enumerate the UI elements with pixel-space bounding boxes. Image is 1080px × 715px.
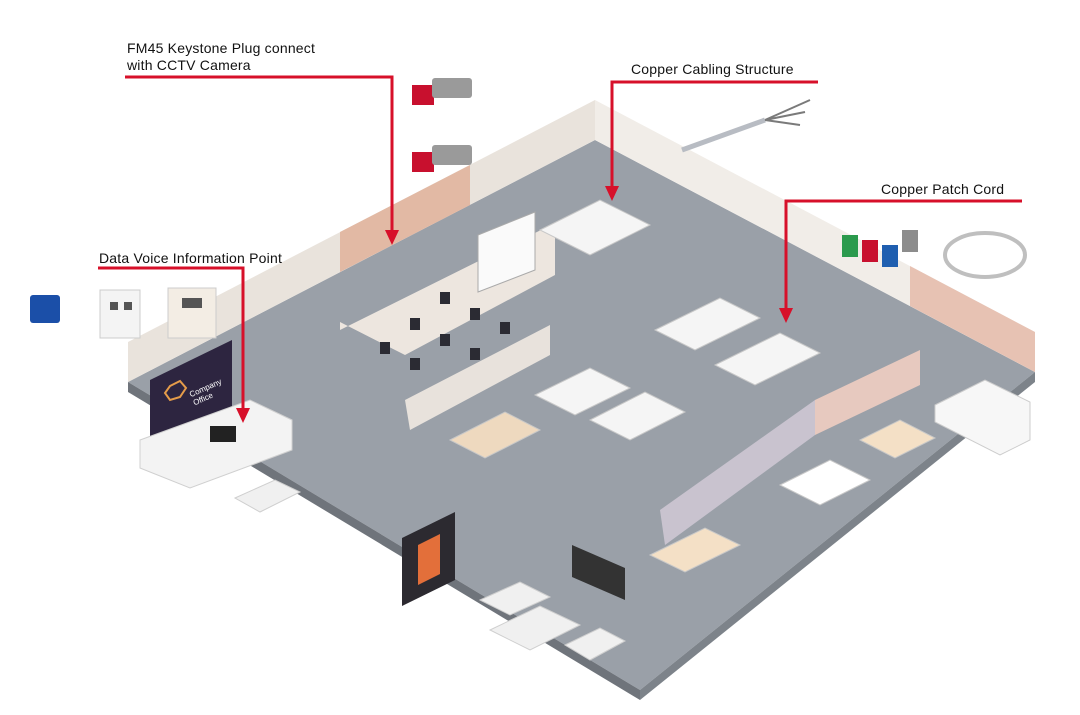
fm45-plug-illustrations: [412, 78, 472, 172]
fm45-callout-label: FM45 Keystone Plug connect with CCTV Cam…: [127, 40, 315, 74]
patch-cord-label: Copper Patch Cord: [881, 181, 1005, 197]
tv-screen: [572, 545, 625, 600]
fm45-callout-line: [125, 75, 394, 232]
workstations: [448, 199, 937, 573]
fm45-label-line2: with CCTV Camera: [127, 57, 251, 73]
projection-screen: [477, 211, 536, 293]
lounge-wall: [660, 400, 815, 545]
copper-cabling-label: Copper Cabling Structure: [631, 61, 794, 77]
kitchen-wall: [815, 350, 920, 435]
floor-shadow-right: [640, 372, 1035, 700]
sign-logo: [163, 379, 188, 402]
data-voice-illustrations: [30, 287, 217, 339]
copper-cabling-callout-line: [610, 80, 818, 188]
partition-wall: [405, 325, 550, 430]
patch-cord-callout-line: [784, 199, 1022, 310]
back-wall-left-accent: [340, 165, 470, 272]
office-floor: [128, 140, 1035, 690]
callout-lines: [98, 75, 1022, 410]
vending-screen: [418, 534, 440, 585]
fm45-label-line1: FM45 Keystone Plug connect: [127, 40, 316, 56]
copper-cable-illustration: [681, 99, 811, 153]
kitchen-counter: [934, 379, 1031, 456]
reception-desk: [139, 399, 293, 489]
reception-monitor: [210, 426, 236, 442]
data-voice-callout-line: [98, 266, 245, 410]
lounge-sofas: [233, 479, 627, 661]
data-voice-label: Data Voice Information Point: [99, 250, 283, 266]
callout-arrowheads: [236, 186, 793, 423]
meeting-chairs: [380, 292, 510, 370]
back-wall-right-accent: [910, 266, 1035, 372]
patch-cord-illustration: [842, 230, 1027, 279]
